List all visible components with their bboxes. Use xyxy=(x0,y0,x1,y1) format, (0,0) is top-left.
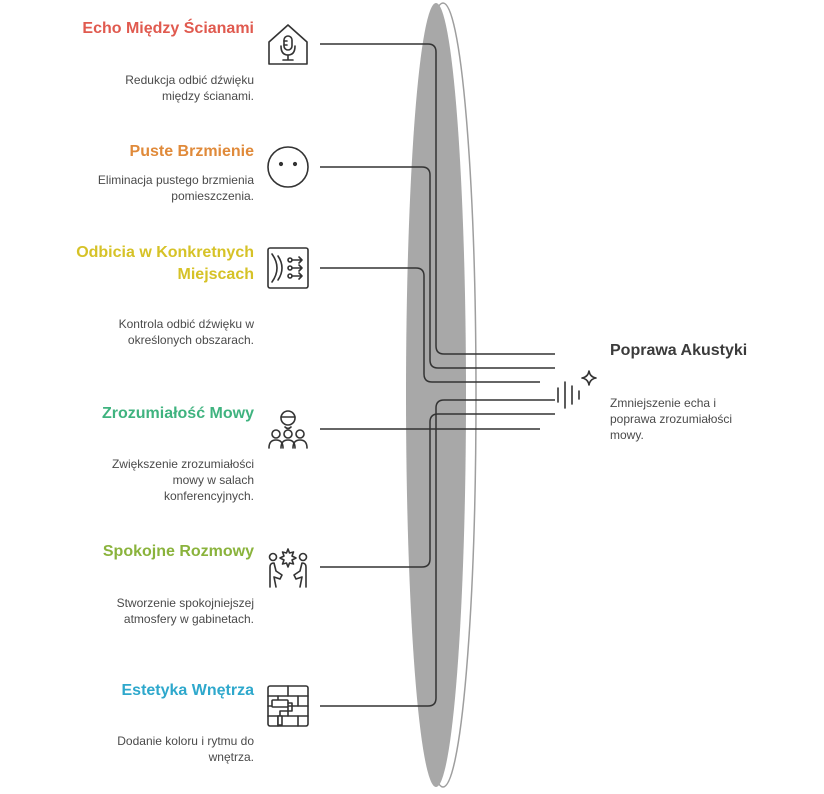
calm-conversation-icon xyxy=(266,545,310,589)
item-desc-puste: Eliminacja pustego brzmienia pomieszczen… xyxy=(97,173,254,203)
item-desc-estetyka: Dodanie koloru i rytmu do wnętrza. xyxy=(117,734,254,764)
item-title-puste: Puste Brzmienie xyxy=(129,143,254,160)
item-title-echo: Echo Między Ścianami xyxy=(82,20,254,37)
item-desc-spokojne: Stworzenie spokojniejszej atmosfery w ga… xyxy=(116,596,254,626)
item-desc-odbicia: Kontrola odbić dźwięku w określonych obs… xyxy=(118,317,254,347)
paint-roller-wall-icon xyxy=(266,684,310,728)
item-desc-zrozum: Zwiększenie zrozumiałości mowy w salach … xyxy=(111,457,254,503)
connector-lines xyxy=(320,43,555,707)
target-title: Poprawa Akustyki xyxy=(610,342,748,359)
sound-reflection-panel-icon xyxy=(266,246,310,290)
item-title-zrozum: Zrozumiałość Mowy xyxy=(101,405,254,422)
lens-fill xyxy=(406,3,466,787)
house-microphone-icon xyxy=(266,22,310,66)
neutral-face-icon xyxy=(266,145,310,189)
sound-wave-sparkle-icon xyxy=(553,368,599,414)
conference-people-icon xyxy=(266,407,310,451)
item-title-odbicia: Odbicia w Konkretnych Miejscach xyxy=(76,244,254,283)
item-title-spokojne: Spokojne Rozmowy xyxy=(102,543,254,560)
item-title-estetyka: Estetyka Wnętrza xyxy=(121,682,255,699)
item-desc-echo: Redukcja odbić dźwięku między ścianami. xyxy=(125,73,254,103)
target-desc: Zmniejszenie echa i poprawa zrozumiałośc… xyxy=(610,396,733,442)
